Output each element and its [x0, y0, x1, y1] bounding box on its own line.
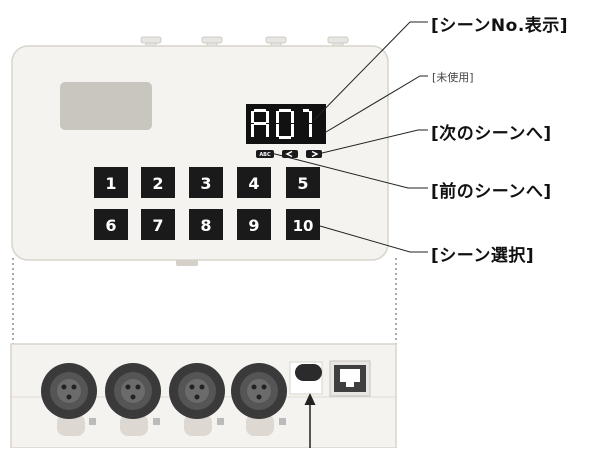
rj45-port-icon: [329, 360, 371, 397]
scene-key-9[interactable]: 9: [237, 209, 271, 240]
scene-key-7[interactable]: 7: [141, 209, 175, 240]
display-window: [60, 82, 152, 130]
svg-text:10: 10: [293, 217, 314, 235]
svg-text:4: 4: [248, 174, 259, 193]
scene-keys: 1 2 3 4 5 6 7 8 9 10: [94, 167, 320, 240]
device-foot: [176, 260, 198, 266]
chevron-left-icon: [285, 150, 293, 158]
segment-display: [246, 104, 326, 144]
scene-key-1[interactable]: 1: [94, 167, 128, 198]
scene-key-5[interactable]: 5: [286, 167, 320, 198]
callout-scene-select: [シーン選択]: [431, 246, 535, 266]
power-jack-icon: [289, 361, 323, 395]
abc-button[interactable]: ABC: [256, 150, 274, 158]
svg-text:5: 5: [297, 174, 308, 193]
callout-next-scene: [次のシーンへ]: [431, 124, 552, 144]
callout-unused: [未使用]: [432, 71, 474, 84]
svg-text:9: 9: [248, 216, 259, 235]
scene-key-8[interactable]: 8: [189, 209, 223, 240]
next-scene-button[interactable]: [306, 150, 322, 158]
chevron-right-icon: [311, 150, 319, 158]
xlr-connector-icon: [105, 363, 161, 436]
scene-key-3[interactable]: 3: [189, 167, 223, 198]
callout-line-select: [319, 225, 428, 253]
xlr-connector-icon: [41, 363, 97, 436]
callout-line-prev: [270, 152, 428, 189]
scene-key-6[interactable]: 6: [94, 209, 128, 240]
svg-text:2: 2: [152, 174, 163, 193]
svg-text:6: 6: [105, 216, 116, 235]
abc-label: ABC: [259, 152, 271, 158]
callout-lines: [270, 21, 428, 253]
scene-key-4[interactable]: 4: [237, 167, 271, 198]
svg-text:1: 1: [105, 174, 116, 193]
prev-scene-button[interactable]: [282, 150, 298, 158]
scene-key-10[interactable]: 10: [286, 209, 320, 240]
callout-line-scene-display: [313, 21, 428, 121]
arrow-up-icon: [304, 393, 316, 448]
xlr-connector-icon: [169, 363, 225, 436]
xlr-connectors: [41, 363, 287, 436]
svg-text:7: 7: [152, 216, 163, 235]
callout-scene-display: [シーンNo.表示]: [431, 16, 569, 36]
callout-line-next: [317, 129, 428, 155]
svg-text:3: 3: [200, 174, 211, 193]
scene-key-2[interactable]: 2: [141, 167, 175, 198]
callout-prev-scene: [前のシーンへ]: [431, 182, 552, 202]
xlr-connector-icon: [231, 363, 287, 436]
callout-line-unused: [325, 75, 428, 133]
svg-text:8: 8: [200, 216, 211, 235]
